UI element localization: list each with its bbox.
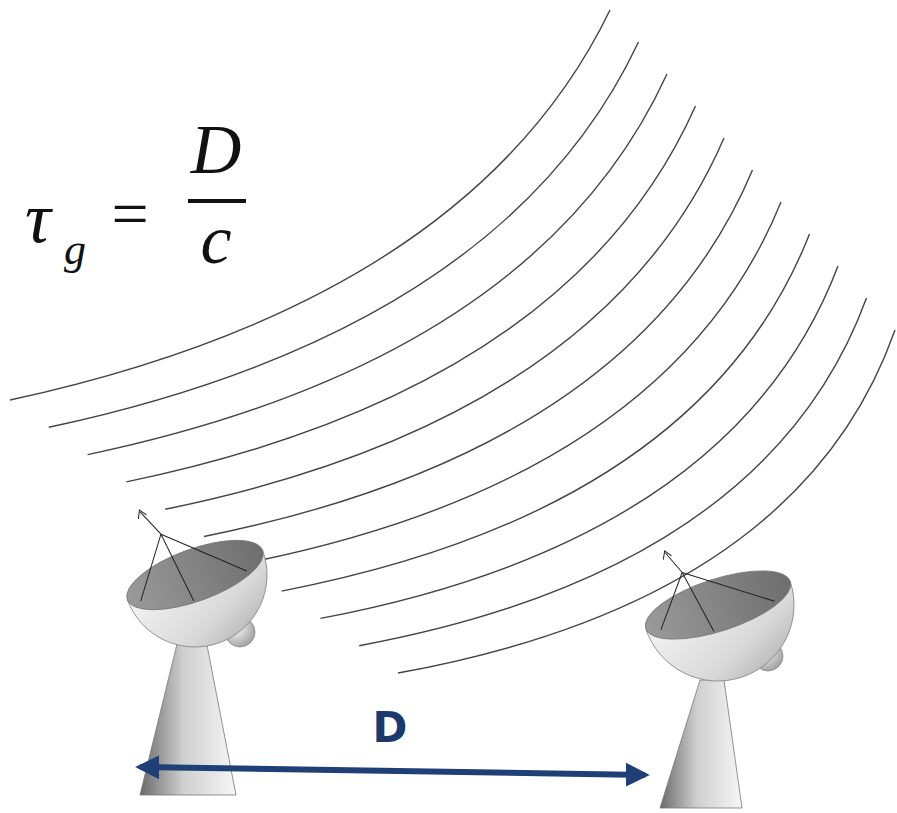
formula-numerator: D <box>191 115 242 185</box>
formula-symbol: τ <box>25 182 51 254</box>
formula-denominator: c <box>200 205 231 275</box>
formula-subscript: g <box>64 228 86 272</box>
dimension-label: D <box>373 707 408 749</box>
formula-symbol: = <box>111 181 148 247</box>
wavefront <box>126 106 695 482</box>
wavefront <box>282 234 810 591</box>
wavefront <box>165 138 724 509</box>
wavefront <box>49 42 639 427</box>
wavefront <box>243 202 781 564</box>
antenna-left <box>100 475 287 795</box>
wavefront <box>10 10 610 400</box>
wavefront <box>398 330 895 673</box>
baseline-arrow <box>140 767 645 775</box>
wavefront <box>88 74 667 455</box>
antenna-right <box>625 517 814 808</box>
fraction-bar <box>188 199 246 203</box>
wavefront <box>320 266 838 618</box>
wavefronts <box>10 10 895 673</box>
